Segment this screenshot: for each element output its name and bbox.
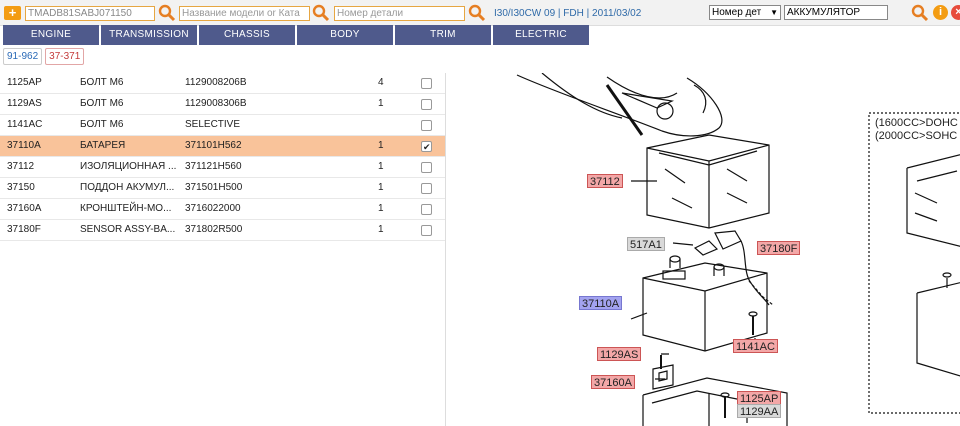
part-code: 1129AS: [7, 98, 42, 109]
part-quantity: 4: [378, 77, 384, 88]
part-checkbox[interactable]: [421, 183, 432, 194]
keyword-search-icon[interactable]: [911, 4, 929, 22]
part-code: 1141AC: [7, 119, 43, 130]
parts-diagram: 37112 517A1 37180F 37110A 1141AC 1129AS 37160A…: [447, 73, 960, 426]
tab-trim[interactable]: TRIM: [395, 25, 491, 45]
part-name: SENSOR ASSY-BA...: [80, 224, 176, 235]
callout-label-517A1[interactable]: 517A1: [627, 237, 665, 251]
keyword-search-input[interactable]: АККУМУЛЯТОР: [784, 5, 888, 20]
close-icon[interactable]: ×: [951, 5, 960, 20]
table-row[interactable]: 37110A БАТАРЕЯ 371101H562 1: [0, 136, 445, 157]
table-row[interactable]: 37180F SENSOR ASSY-BA... 371802R500 1: [0, 220, 445, 241]
part-quantity: 1: [378, 203, 384, 214]
table-row[interactable]: 37160A КРОНШТЕЙН-МО... 3716022000 1: [0, 199, 445, 220]
part-name: ИЗОЛЯЦИОННАЯ ...: [80, 161, 177, 172]
table-row[interactable]: 1129AS БОЛТ М6 1129008306B 1: [0, 94, 445, 115]
variant-note-2000: (2000CC>SOHC: [875, 130, 958, 142]
part-number: SELECTIVE: [185, 119, 241, 130]
top-toolbar: + TMADB81SABJ071150 Название модели or К…: [0, 0, 960, 26]
table-row[interactable]: 37112 ИЗОЛЯЦИОННАЯ ... 371121H560 1: [0, 157, 445, 178]
part-name: БАТАРЕЯ: [80, 140, 126, 151]
table-row[interactable]: 37150 ПОДДОН АКУМУЛ... 371501H500 1: [0, 178, 445, 199]
part-name: БОЛТ М6: [80, 98, 124, 109]
tab-chassis[interactable]: CHASSIS: [199, 25, 295, 45]
part-name: ПОДДОН АКУМУЛ...: [80, 182, 175, 193]
part-code: 37160A: [7, 203, 42, 214]
part-quantity: 1: [378, 98, 384, 109]
callout-label-37110A[interactable]: 37110A: [579, 296, 623, 310]
variant-note-1600: (1600CC>DOHC: [875, 117, 958, 129]
part-checkbox[interactable]: [421, 120, 432, 131]
callout-label-37180F[interactable]: 37180F: [757, 241, 801, 255]
part-number: 1129008206B: [185, 77, 247, 88]
part-quantity: 1: [378, 182, 384, 193]
group-button-91-962[interactable]: 91-962: [3, 48, 43, 65]
add-button[interactable]: +: [4, 6, 21, 20]
part-number: 1129008306B: [185, 98, 247, 109]
group-button-37-371[interactable]: 37-371: [45, 48, 85, 65]
table-row[interactable]: 1141AC БОЛТ М6 SELECTIVE: [0, 115, 445, 136]
callout-label-1129AA[interactable]: 1129AA: [737, 404, 782, 418]
part-code: 37150: [7, 182, 35, 193]
part-checkbox[interactable]: [421, 162, 432, 173]
part-quantity: 1: [378, 224, 384, 235]
part-number: 371121H560: [185, 161, 242, 172]
tab-transmission[interactable]: TRANSMISSION: [101, 25, 197, 45]
part-checkbox[interactable]: [421, 99, 432, 110]
search-type-select[interactable]: Номер дет ▼: [709, 5, 781, 20]
part-number: 3716022000: [185, 203, 241, 214]
search-type-value: Номер дет: [712, 7, 762, 18]
part-number: 371501H500: [185, 182, 243, 193]
part-checkbox[interactable]: [421, 204, 432, 215]
part-quantity: 1: [378, 161, 384, 172]
callout-label-37112[interactable]: 37112: [587, 174, 623, 188]
table-row[interactable]: 1125AP БОЛТ М6 1129008206B 4: [0, 73, 445, 94]
callout-label-1129AS[interactable]: 1129AS: [597, 347, 642, 361]
callout-label-1141AC[interactable]: 1141AC: [733, 339, 778, 353]
part-code: 1125AP: [7, 77, 42, 88]
model-search-input[interactable]: Название модели or Ката: [179, 6, 310, 21]
model-search-icon[interactable]: [312, 4, 330, 22]
part-name: БОЛТ М6: [80, 119, 124, 130]
tab-electric[interactable]: ELECTRIC: [493, 25, 589, 45]
part-checkbox[interactable]: [421, 78, 432, 89]
part-code: 37112: [7, 161, 35, 172]
tab-body[interactable]: BODY: [297, 25, 393, 45]
part-number-input[interactable]: Номер детали: [334, 6, 465, 21]
info-icon[interactable]: i: [933, 5, 948, 20]
vin-search-icon[interactable]: [158, 4, 176, 22]
part-checkbox[interactable]: [421, 225, 432, 236]
callout-label-37160A[interactable]: 37160A: [591, 375, 635, 389]
part-name: КРОНШТЕЙН-МО...: [80, 203, 172, 214]
tab-engine[interactable]: ENGINE: [3, 25, 99, 45]
callout-label-1125AP[interactable]: 1125AP: [737, 391, 782, 405]
vehicle-info-link[interactable]: I30/I30CW 09 | FDH | 2011/03/02: [494, 8, 642, 19]
part-name: БОЛТ М6: [80, 77, 124, 88]
part-code: 37110A: [7, 140, 41, 151]
part-quantity: 1: [378, 140, 384, 151]
part-search-icon[interactable]: [468, 4, 486, 22]
part-code: 37180F: [7, 224, 41, 235]
chevron-down-icon: ▼: [770, 8, 778, 17]
part-number: 371802R500: [185, 224, 243, 235]
part-checkbox[interactable]: [421, 137, 432, 157]
part-number: 371101H562: [185, 140, 242, 151]
vin-input[interactable]: TMADB81SABJ071150: [25, 6, 155, 21]
